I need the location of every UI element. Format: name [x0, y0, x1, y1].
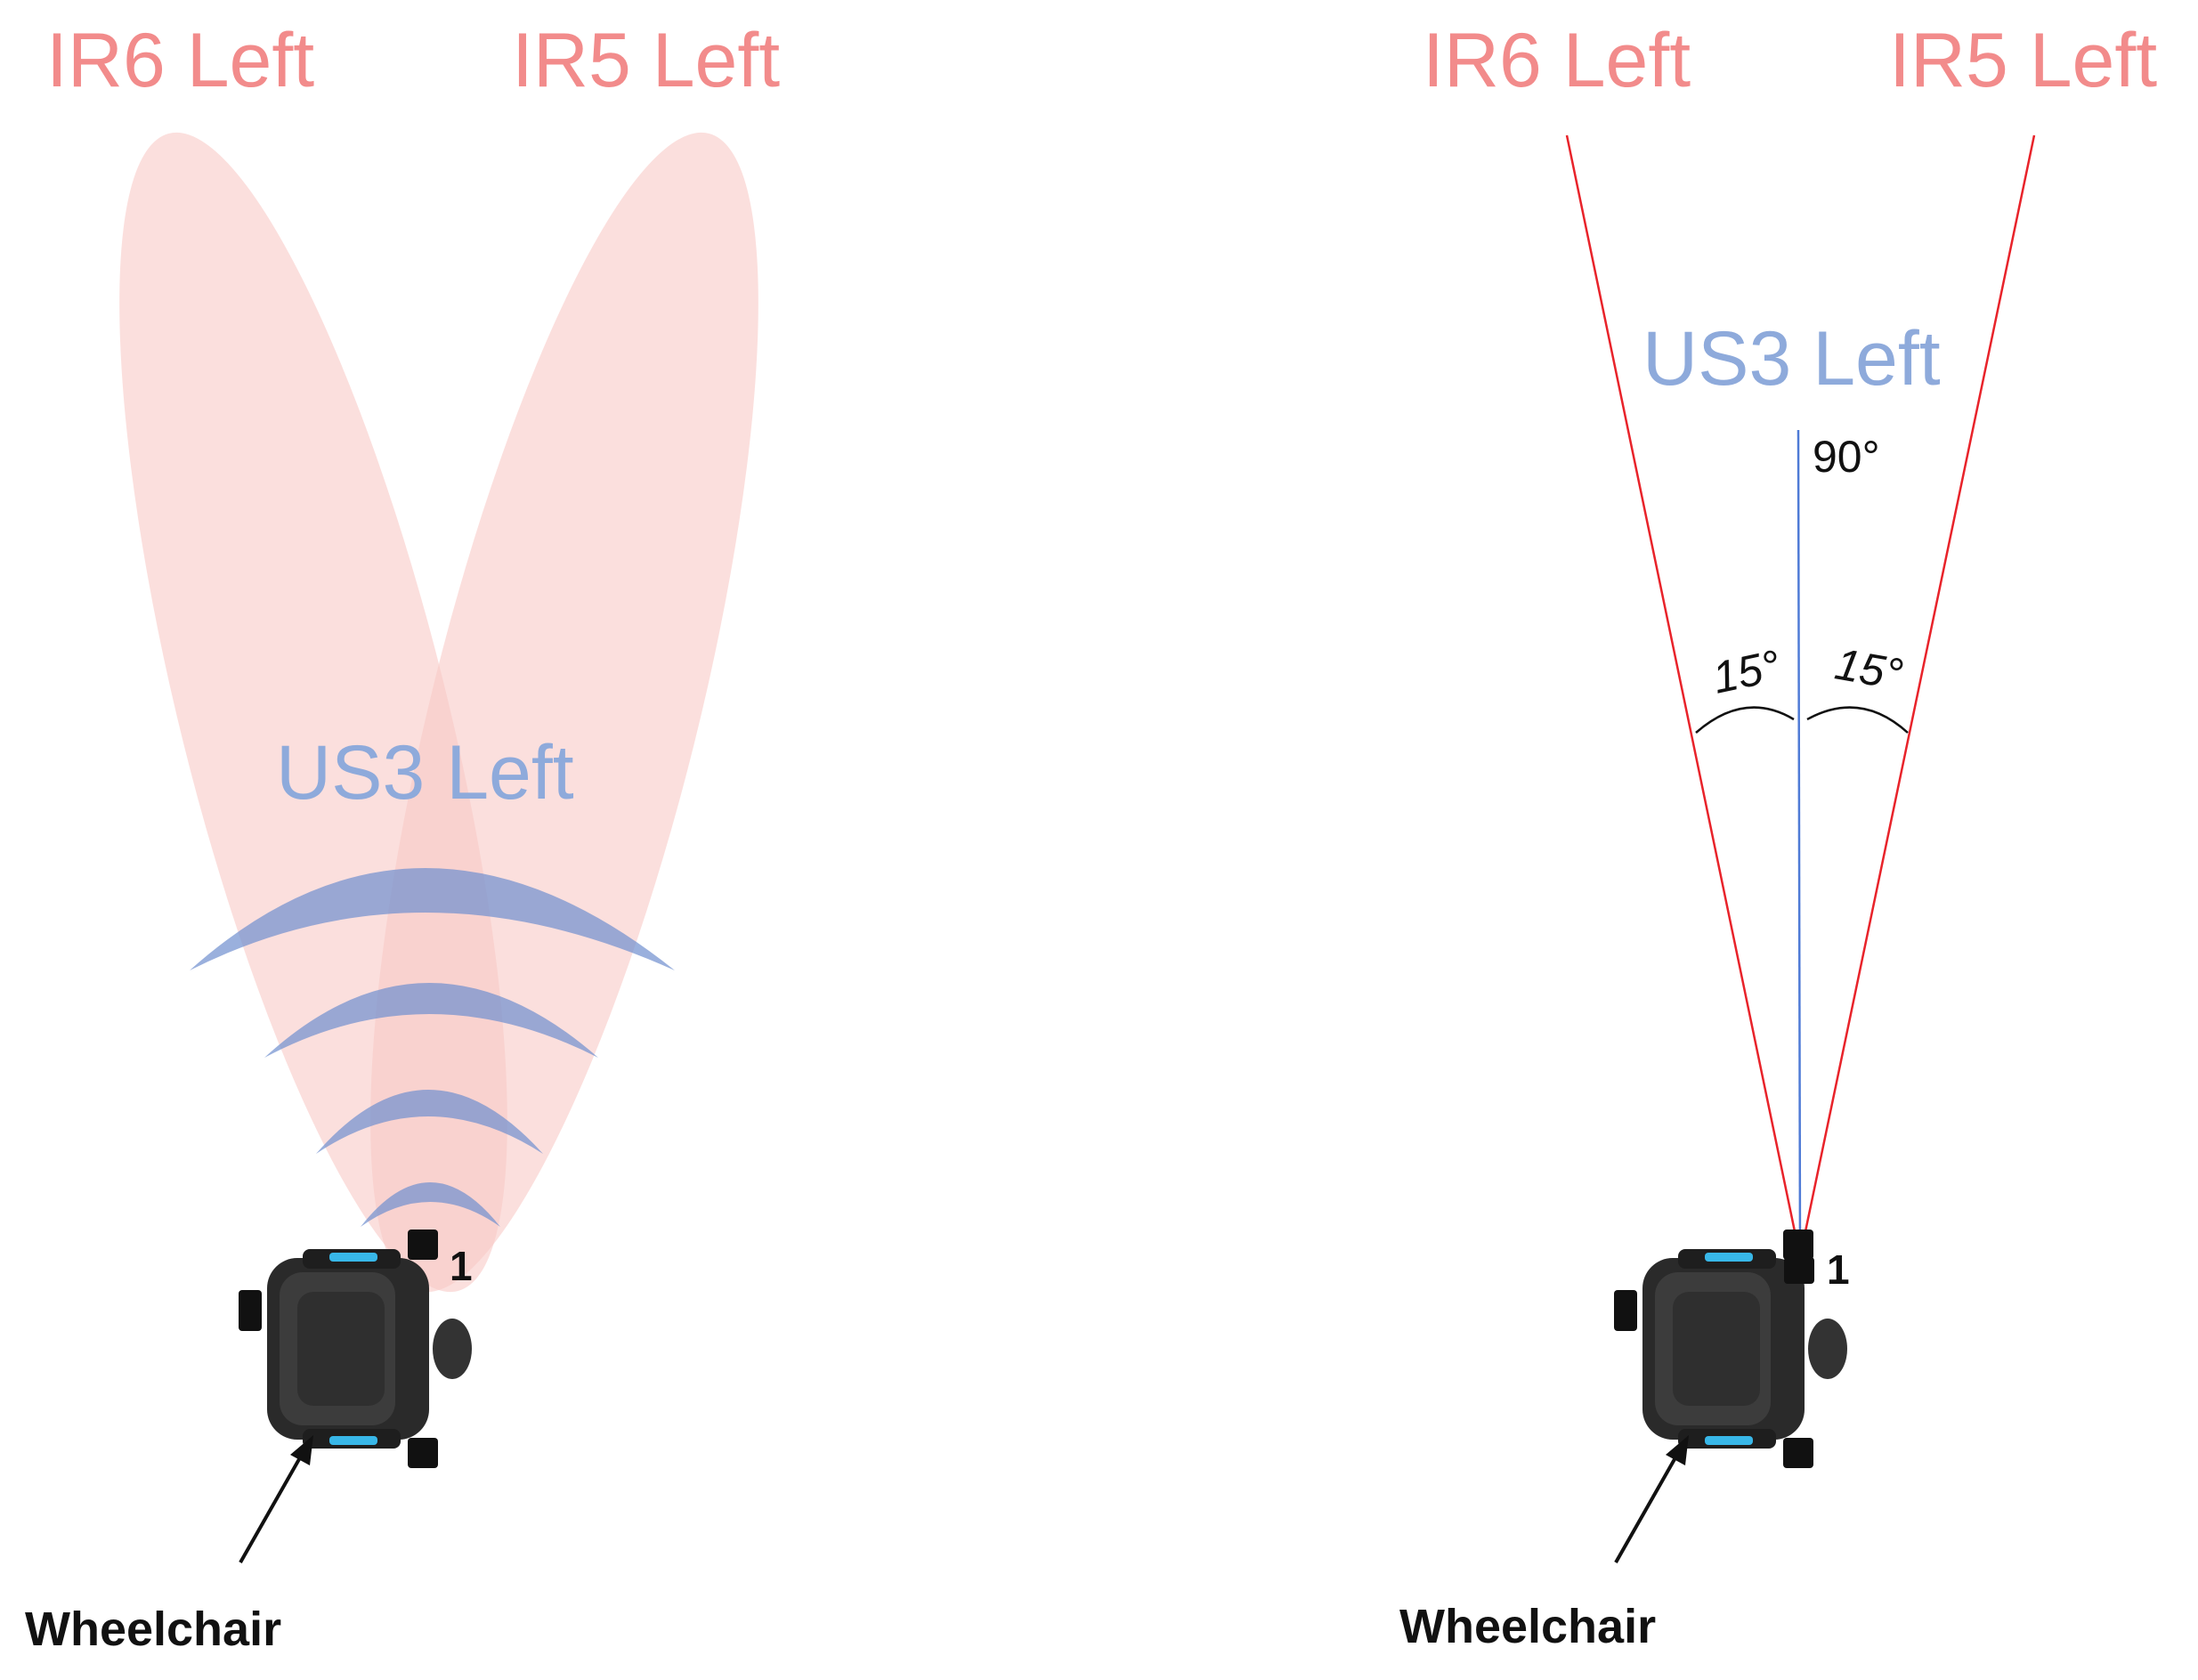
- us3-label: US3 Left: [276, 730, 574, 816]
- sensor-number: 1: [450, 1243, 473, 1289]
- angle-right-label: 15°: [1831, 638, 1906, 699]
- us3-line: [1797, 429, 1802, 1258]
- ir5-label: IR5 Left: [512, 18, 780, 103]
- left-panel: IR6 Left IR5 Left US3 Left 1 Wheelchair: [25, 18, 780, 1656]
- angle-arc-left: [1695, 706, 1795, 734]
- us3-waves: [190, 868, 675, 1227]
- ir6-line: [1565, 134, 1802, 1258]
- us3-wave-4: [361, 1182, 500, 1227]
- angle-left-label: 15°: [1708, 640, 1785, 702]
- ir5-label: IR5 Left: [1889, 18, 2157, 103]
- ir6-label: IR6 Left: [1423, 18, 1691, 103]
- us3-wave-1: [190, 868, 675, 970]
- sensor-1: [1784, 1257, 1814, 1284]
- us3-wave-2: [264, 983, 598, 1058]
- right-panel: IR6 Left IR5 Left US3 Left 90° 15° 15° 1…: [1399, 18, 2157, 1653]
- ir6-label: IR6 Left: [46, 18, 314, 103]
- wheelchair-label: Wheelchair: [25, 1603, 281, 1656]
- wheelchair-arrow: [1614, 1435, 1689, 1563]
- wheelchair-arrow: [239, 1435, 313, 1563]
- ir5-line: [1798, 134, 2036, 1258]
- us3-label: US3 Left: [1642, 316, 1941, 402]
- angle-center-label: 90°: [1813, 432, 1880, 482]
- wheelchair-label: Wheelchair: [1399, 1600, 1656, 1653]
- sensor-number: 1: [1827, 1246, 1850, 1293]
- angle-arc-right: [1806, 706, 1909, 734]
- us3-wave-3: [316, 1090, 543, 1154]
